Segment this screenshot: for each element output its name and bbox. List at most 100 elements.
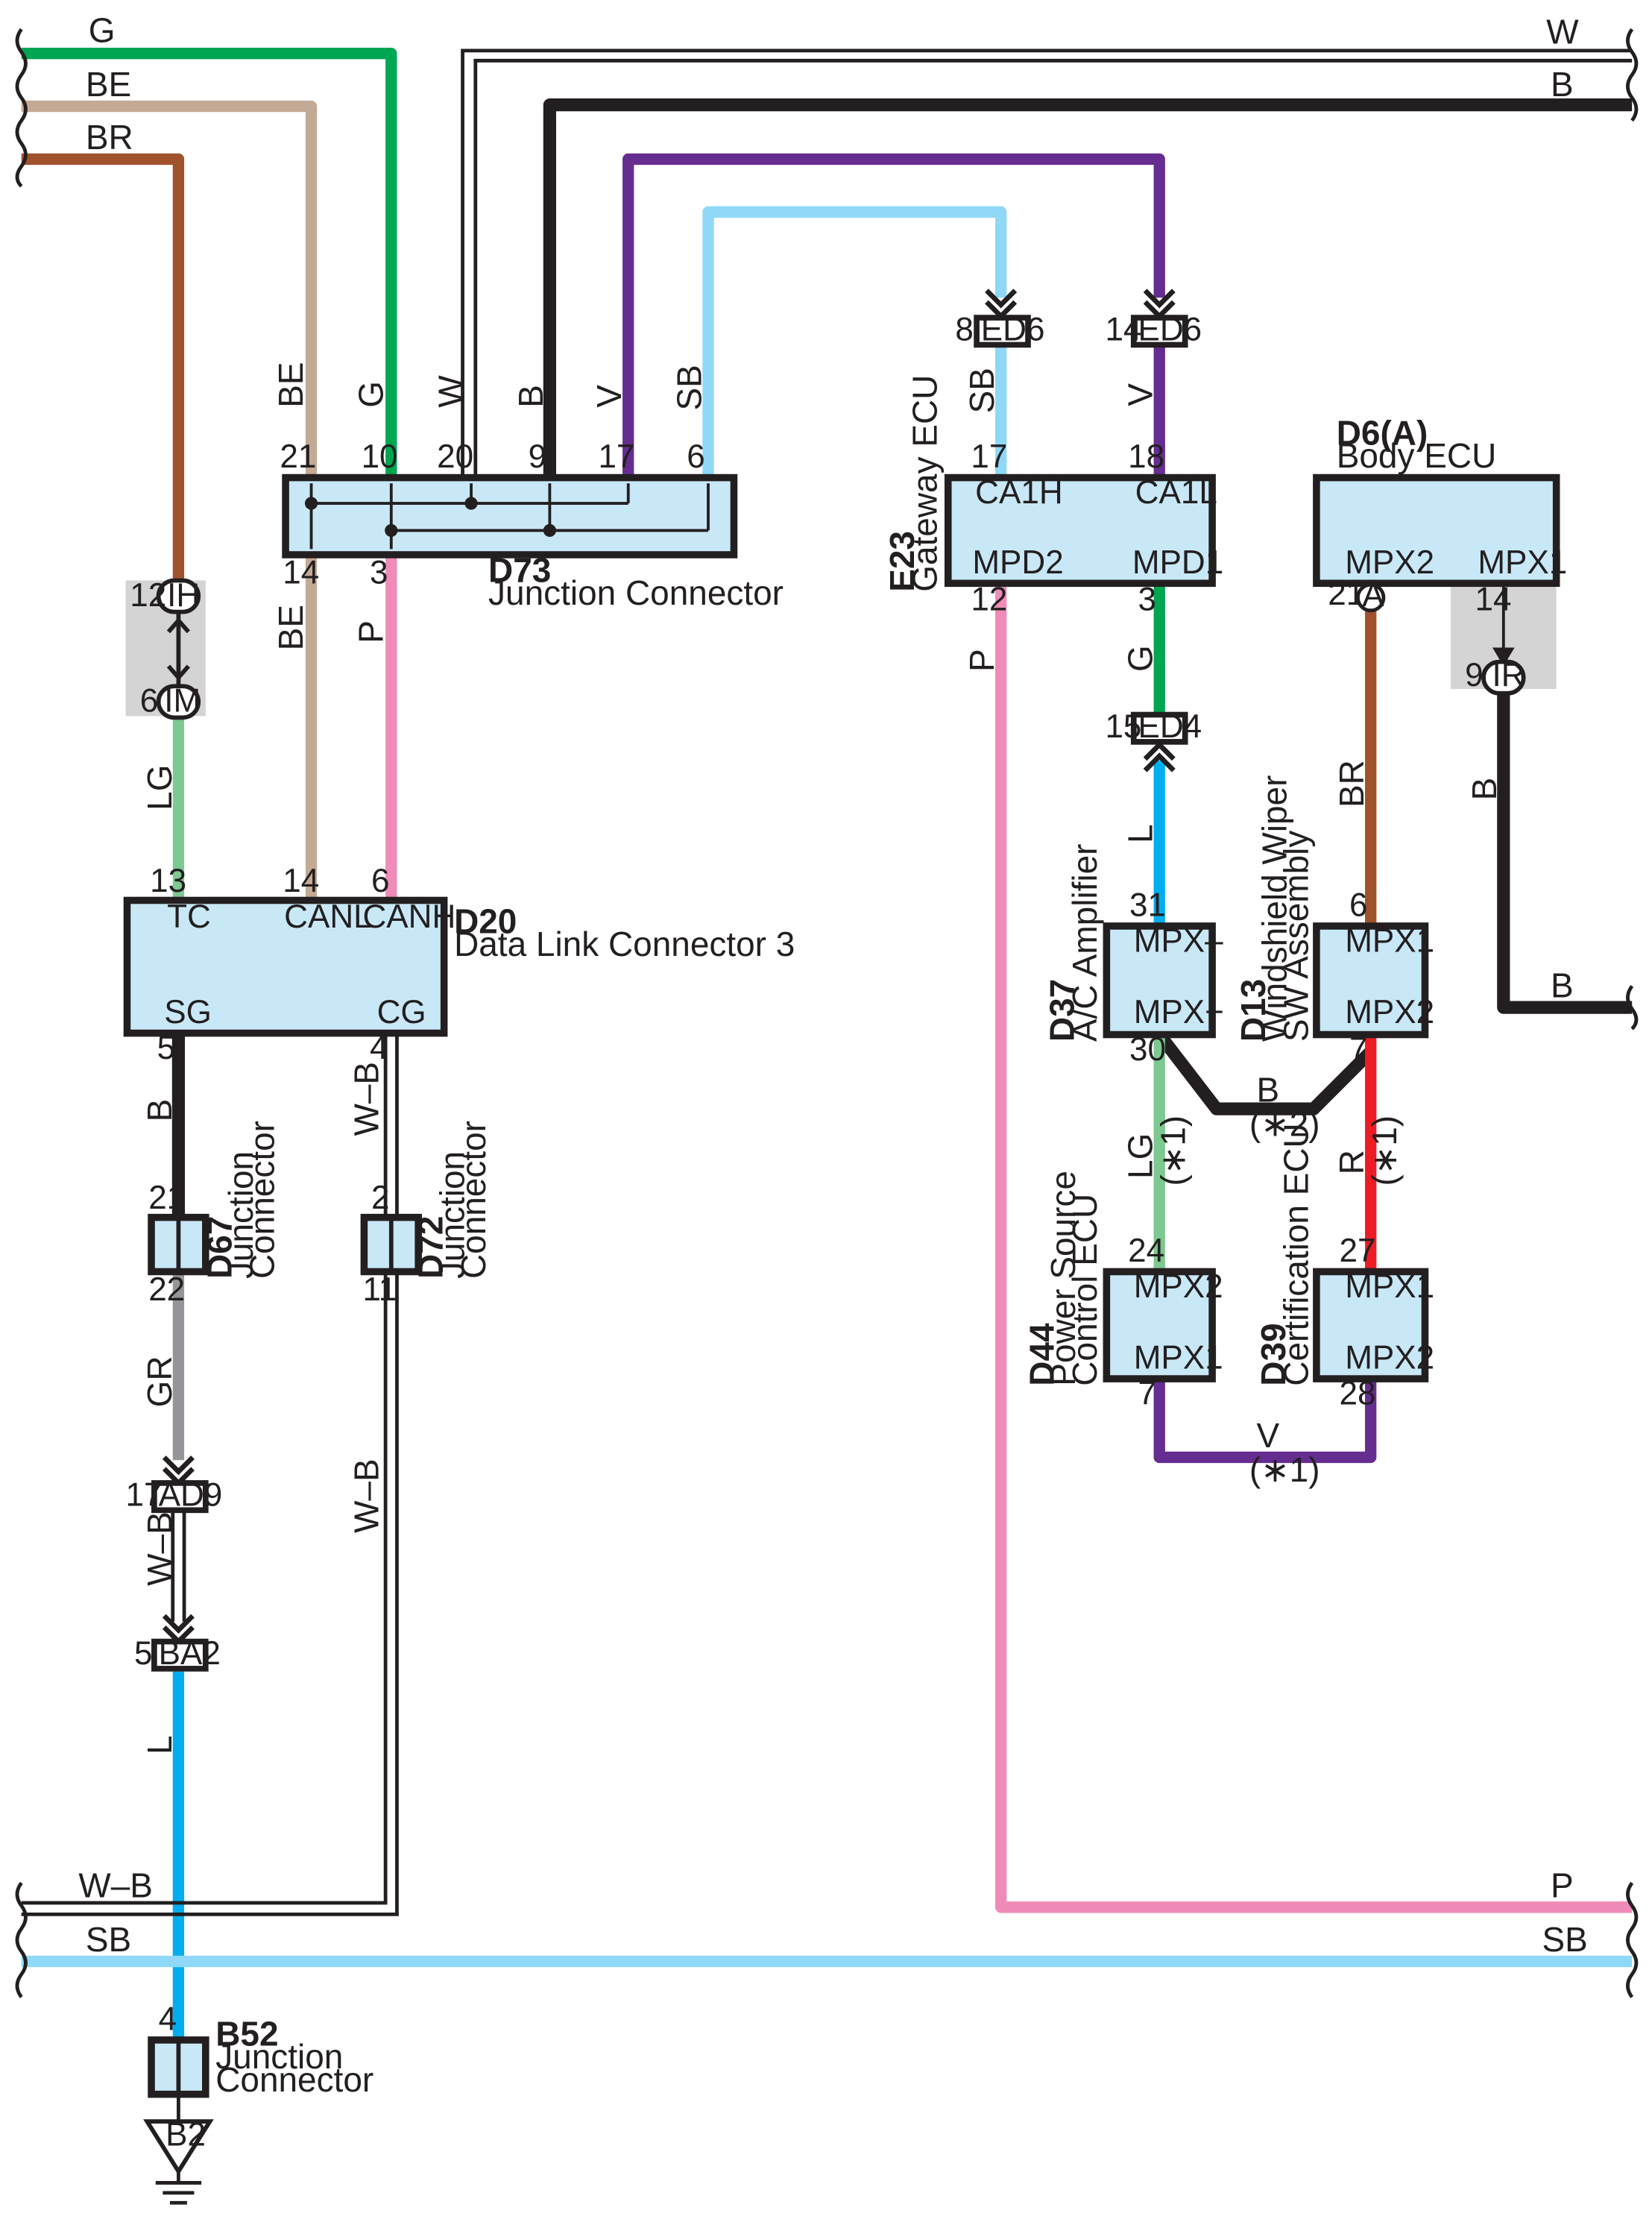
d39-name: Certification ECU: [1276, 1123, 1315, 1385]
d44-pin-7: 7: [1138, 1376, 1156, 1412]
b52-pin: 4: [159, 2001, 177, 2037]
wire-label-gr: GR: [140, 1356, 179, 1407]
e23-terminal-ca1h: CA1H: [975, 474, 1063, 511]
d20-terminal-tc: TC: [167, 898, 211, 935]
d72-pin-2: 2: [371, 1180, 390, 1216]
wire-label-br-ecu: BR: [1332, 760, 1371, 808]
ed6b-connector: [1130, 315, 1188, 348]
d37-terminal-mpx-minus: MPX–: [1134, 922, 1223, 959]
d39-terminal-mpx2: MPX2: [1345, 1340, 1434, 1376]
ih-im-link: [166, 611, 190, 687]
ed6b-label: ED6: [1138, 312, 1202, 348]
d67-pin-22: 22: [148, 1271, 185, 1308]
d44-power-source-control-ecu: [1103, 1268, 1216, 1382]
wire-v-bottom: [1153, 1379, 1377, 1464]
d72-pin-11: 11: [362, 1271, 397, 1308]
d73-name: Junction Connector: [488, 573, 784, 612]
wire-label-v-note: (∗1): [1249, 1450, 1320, 1489]
ed6a-connector: [974, 315, 1031, 348]
ir-pin: 9: [1465, 657, 1484, 693]
wire-label-l-ed4: L: [1121, 824, 1160, 843]
d73-pin-14: 14: [283, 554, 319, 591]
b52-name-1: Junction: [215, 2037, 343, 2076]
ed4-label: ED4: [1138, 708, 1202, 745]
ir-arrow: [1492, 586, 1515, 667]
wire-wb-cg: [21, 1033, 388, 1905]
d13-name-2: SW Assembly: [1276, 831, 1315, 1042]
d13-code: D13: [1234, 979, 1273, 1042]
wire-b-ecu: [1497, 689, 1633, 1014]
d37-pin-31: 31: [1129, 887, 1166, 924]
d13-terminal-mpx1: MPX1: [1345, 922, 1434, 959]
d20-terminal-sg: SG: [164, 994, 212, 1030]
d6-pin-14: 14: [1475, 582, 1512, 618]
wire-label-sb-ed6: SB: [962, 368, 1001, 413]
d67-name-1: Junction: [221, 1151, 260, 1279]
wire-v-top: [622, 153, 1165, 478]
d73-pin-9: 9: [529, 438, 547, 475]
d44-code: D44: [1022, 1323, 1061, 1386]
d37-ac-amplifier: [1103, 922, 1216, 1039]
e23-pin-18: 18: [1128, 438, 1164, 475]
ground-symbol: [143, 2119, 214, 2176]
wire-wb-cg-2: [21, 1033, 399, 1916]
wire-b-mpx: [1154, 1030, 1375, 1115]
d13-pin-7: 7: [1349, 1031, 1368, 1068]
ih-label: IH: [167, 577, 200, 614]
wire-label-wb-ad9: W–B: [140, 1511, 179, 1586]
wire-label-lg-dlc: LG: [140, 765, 179, 811]
edge-label-g: G: [89, 10, 116, 49]
ed6b-pin: 14: [1105, 312, 1141, 348]
e23-terminal-ca1l: CA1L: [1135, 474, 1217, 511]
e23-pin-17: 17: [971, 438, 1007, 475]
d6-pin-marker-label: A: [1362, 577, 1384, 614]
wire-label-l-ba2: L: [140, 1735, 179, 1754]
d44-name-2: Control ECU: [1065, 1194, 1104, 1386]
e23-gateway-ecu: [944, 473, 1216, 588]
d6-name: Body ECU: [1337, 436, 1497, 475]
d37-terminal-mpx-plus: MPX+: [1134, 994, 1224, 1030]
e23-terminal-mpd1: MPD1: [1132, 544, 1223, 581]
edge-label-w: W: [1546, 12, 1579, 51]
ih-pin: 12: [130, 577, 166, 614]
d20-name: Data Link Connector 3: [454, 925, 795, 963]
e23-pin-12: 12: [971, 582, 1007, 618]
ed4-connector: [1130, 711, 1188, 745]
d20-terminal-canh: CANH: [362, 898, 455, 935]
d20-pin-14: 14: [283, 863, 319, 899]
wire-sb-top: [702, 206, 1007, 478]
d73-pin-6: 6: [687, 438, 705, 475]
d6-terminal-mpx2: MPX2: [1345, 544, 1434, 581]
e23-name: Gateway ECU: [905, 375, 944, 592]
d73-pin-3: 3: [370, 554, 388, 591]
d6-body-ecu: [1313, 473, 1560, 588]
d20-data-link-connector: [123, 896, 448, 1037]
wire-label-r-mid: R: [1332, 1150, 1371, 1174]
d44-terminal-mpx2: MPX2: [1134, 1268, 1223, 1305]
wire-label-v-in: V: [590, 385, 628, 408]
wire-label-b-ecu: B: [1465, 778, 1504, 801]
e23-code: E23: [883, 531, 921, 592]
d13-name-1: Windshield Wiper: [1255, 775, 1294, 1042]
edge-label-sb-left: SB: [86, 1920, 131, 1959]
wire-label-p-out: P: [351, 620, 390, 643]
d39-certification-ecu: [1313, 1268, 1429, 1382]
ground-label: B2: [165, 2117, 206, 2153]
im-pin: 6: [140, 683, 159, 720]
edge-label-sb-right: SB: [1542, 1920, 1588, 1959]
wire-label-lg-note: (∗1): [1154, 1115, 1193, 1186]
break-right-top: [1626, 28, 1639, 122]
break-right-bottom: [1626, 1881, 1639, 1998]
break-left-bottom: [15, 1881, 28, 1998]
wire-label-g-gateway: G: [1121, 645, 1160, 672]
edge-label-b-mid: B: [1551, 966, 1574, 1005]
wire-label-b-mpx: B: [1256, 1071, 1279, 1110]
ad9-connector: [151, 1480, 209, 1514]
edge-label-be: BE: [86, 65, 131, 104]
d44-pin-24: 24: [1128, 1233, 1164, 1269]
wire-be-top: [21, 100, 318, 478]
d73-pin-21: 21: [280, 438, 316, 475]
wire-label-b-mpx-note: (∗2): [1249, 1105, 1320, 1144]
wire-label-g-in: G: [351, 381, 390, 408]
